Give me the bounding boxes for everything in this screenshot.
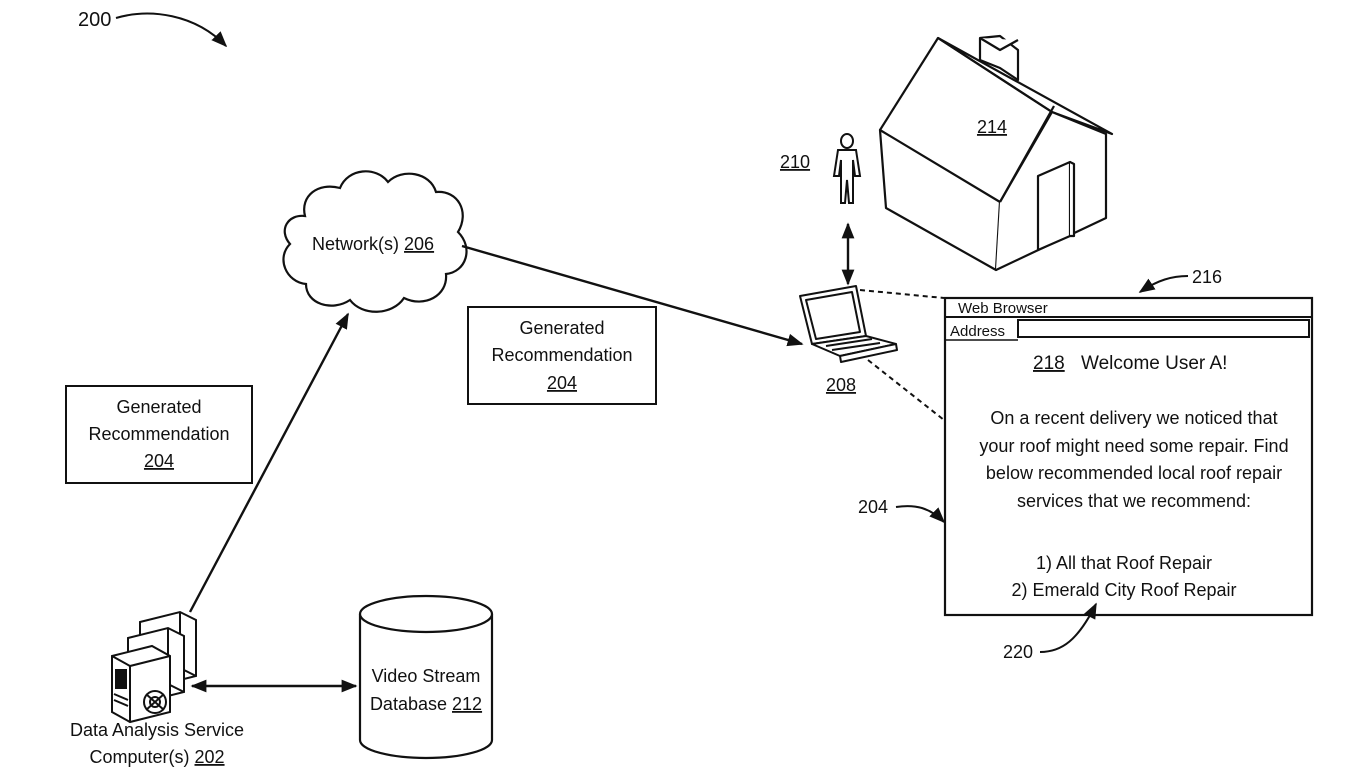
browser-recommendation-ref: 204 (858, 497, 888, 517)
message-line-1: On a recent delivery we noticed that (990, 408, 1277, 428)
browser-ref-arrow (1138, 275, 1189, 293)
database-label-line1: Video Stream (372, 666, 481, 686)
server-label-line1: Data Analysis Service (70, 720, 244, 740)
recommendation-list-item-2[interactable]: 2) Emerald City Roof Repair (1011, 580, 1236, 600)
cloud-shape (282, 170, 468, 313)
recommendation-left-ref: 204 (144, 451, 174, 471)
server-to-network-arrow (188, 312, 350, 613)
network-to-laptop-arrow (461, 244, 804, 347)
database-label-line2: Database 212 (370, 694, 482, 714)
server-computers-icon (111, 610, 197, 724)
message-line-4: services that we recommend: (1017, 491, 1251, 511)
recommendation-left-line1: Generated (116, 397, 201, 417)
list-ref: 220 (1003, 642, 1033, 662)
server-label-line2: Computer(s) 202 (89, 747, 224, 767)
recommendation-middle-ref: 204 (547, 373, 577, 393)
server-ref: 202 (195, 747, 225, 767)
recommendation-box-middle: Generated Recommendation 204 (467, 306, 657, 405)
browser-recommendation-ref-arrow (895, 505, 946, 524)
laptop-browser-dashed-bottom (867, 359, 945, 421)
laptop-ref: 208 (826, 375, 856, 395)
message-line-3: below recommended local roof repair (986, 463, 1282, 483)
recommendation-left-line2: Recommendation (88, 424, 229, 444)
figure-label: 200 (78, 9, 228, 48)
user-ref: 210 (780, 152, 810, 172)
database-ref: 212 (452, 694, 482, 714)
user-person-icon (832, 133, 862, 204)
house-icon (878, 34, 1114, 272)
welcome-ref: 218 (1033, 353, 1065, 374)
recommendation-box-left: Generated Recommendation 204 (65, 385, 253, 484)
message-line-2: your roof might need some repair. Find (979, 436, 1288, 456)
list-ref-arrow (1039, 602, 1097, 653)
network-ref: 206 (404, 234, 434, 254)
network-cloud: Network(s) 206 (282, 170, 468, 313)
browser-window: Web Browser Address 218 Welcome User A! … (943, 296, 1314, 617)
house-ref: 214 (977, 117, 1007, 137)
network-label: Network(s) 206 (312, 234, 434, 254)
recommendation-middle-line1: Generated (519, 318, 604, 338)
browser-frame (943, 296, 1314, 617)
recommendation-middle-line2: Recommendation (491, 345, 632, 365)
welcome-text: Welcome User A! (1081, 353, 1227, 374)
figure-arrow (115, 12, 228, 48)
video-stream-database-icon (358, 594, 494, 760)
browser-title: Web Browser (958, 300, 1048, 317)
figure-ref-number: 200 (78, 9, 111, 31)
laptop-browser-dashed-top (859, 289, 945, 299)
laptop-icon (799, 285, 898, 363)
browser-address-label: Address (950, 323, 1005, 340)
browser-address-field[interactable] (1017, 319, 1310, 338)
browser-ref: 216 (1192, 267, 1222, 287)
recommendation-list-item-1[interactable]: 1) All that Roof Repair (1036, 553, 1212, 573)
